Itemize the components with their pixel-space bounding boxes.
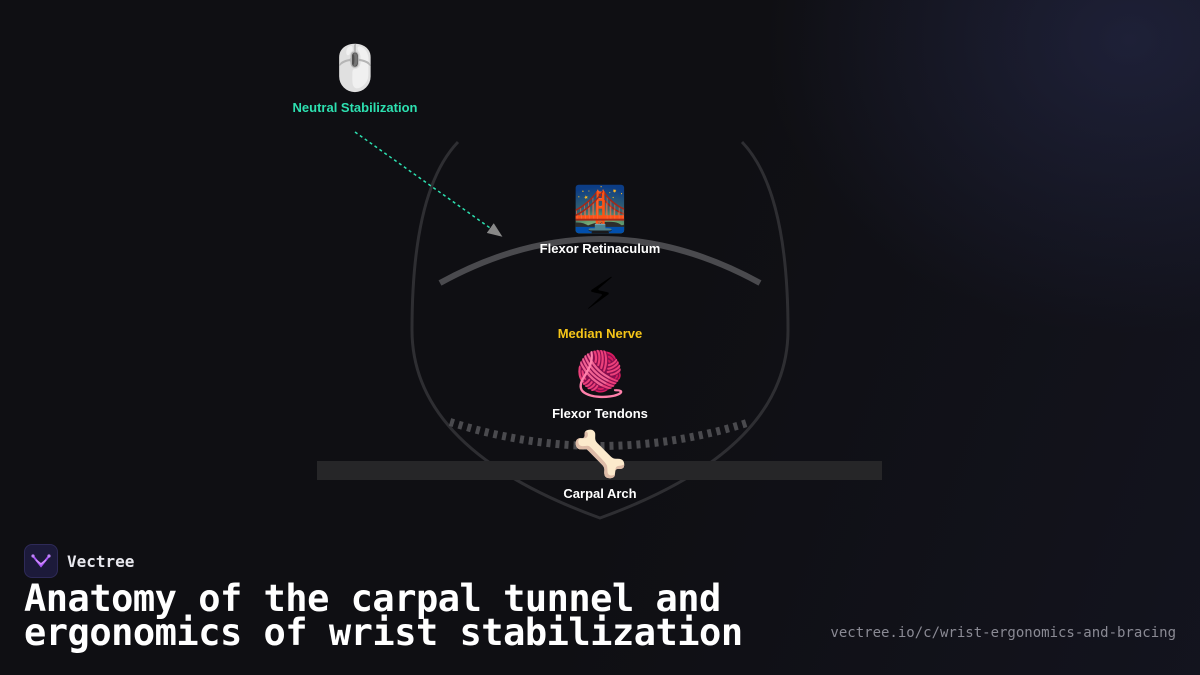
- node-label: Neutral Stabilization: [292, 100, 418, 115]
- node-flexor-retinaculum: 🌉 Flexor Retinaculum: [539, 184, 661, 257]
- carpal-bar: [317, 461, 882, 480]
- page-url[interactable]: vectree.io/c/wrist-ergonomics-and-bracin…: [830, 625, 1176, 641]
- node-carpal-arch: 🦴 Carpal Arch: [563, 429, 637, 502]
- computer-mouse-icon: 🖱️: [327, 43, 383, 94]
- node-label: Flexor Tendons: [552, 406, 648, 421]
- brand[interactable]: Vectree: [24, 544, 134, 578]
- bridge-icon: 🌉: [572, 184, 628, 235]
- vectree-logo-icon: [24, 544, 58, 578]
- lightning-icon: ⚡: [584, 269, 616, 320]
- node-label: Flexor Retinaculum: [539, 241, 661, 256]
- retinaculum-arc: [438, 236, 762, 286]
- page-title: Anatomy of the carpal tunnel and ergonom…: [24, 577, 743, 654]
- wrist-outline: [410, 140, 790, 520]
- stabilization-arrow: [354, 131, 503, 237]
- yarn-icon: 🧶: [572, 349, 628, 400]
- node-label: Median Nerve: [557, 326, 643, 341]
- brand-name: Vectree: [67, 551, 135, 571]
- node-neutral-stabilization: 🖱️ Neutral Stabilization: [292, 43, 418, 116]
- node-median-nerve: ⚡ Median Nerve: [557, 269, 643, 342]
- node-flexor-tendons: 🧶 Flexor Tendons: [552, 349, 648, 422]
- bone-icon: 🦴: [572, 429, 628, 480]
- carpal-arch-dashed: [448, 418, 752, 450]
- node-label: Carpal Arch: [563, 486, 637, 501]
